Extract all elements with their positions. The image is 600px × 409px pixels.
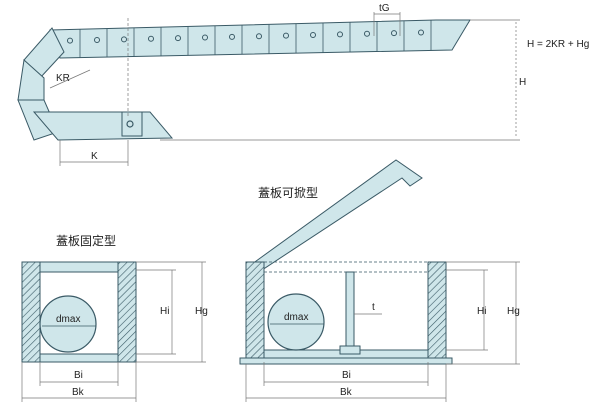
chain-link-pin	[283, 32, 289, 39]
hi-right-label: Hi	[477, 306, 486, 317]
top-dimensions	[49, 12, 520, 166]
chain-link-pin	[364, 30, 370, 37]
chain-link-pin	[94, 37, 100, 44]
chain-link-pin	[175, 35, 181, 42]
hinged-open-lid	[251, 159, 423, 271]
hinged-divider	[345, 271, 355, 355]
bi-right-label: Bi	[342, 370, 351, 381]
hi-left-label: Hi	[160, 306, 169, 317]
dmax-left-label: dmax	[56, 314, 80, 325]
hinged-cover-section	[239, 159, 453, 365]
chain-upper-links	[67, 20, 432, 58]
t-label: t	[372, 302, 375, 313]
chain-link-pin	[337, 31, 343, 38]
chain-link-pin	[310, 32, 316, 39]
chain-end-bracket	[121, 111, 143, 137]
chain-end-pin	[126, 120, 134, 128]
chain-link-pin	[391, 30, 397, 37]
bi-left-label: Bi	[74, 370, 83, 381]
bk-left-label: Bk	[72, 387, 85, 398]
hinged-dimensions	[245, 261, 520, 402]
fixed-cable-circle	[39, 295, 97, 353]
chain-link-pin	[67, 37, 73, 44]
hinged-cable-circle	[267, 293, 325, 351]
fixed-left-wall	[21, 261, 41, 363]
fixed-bottom-bar	[39, 353, 119, 363]
chain-lower-run	[32, 111, 174, 141]
hinged-divider-foot	[339, 345, 361, 355]
fixed-top-bar	[39, 261, 119, 273]
tg-label: tG	[379, 3, 390, 14]
fixed-dimensions	[21, 261, 206, 402]
chain-link-pin	[256, 33, 262, 40]
hg-left-label: Hg	[195, 306, 208, 317]
cover-fixed-title: 蓋板固定型	[56, 233, 116, 248]
cover-hinged-title: 蓋板可掀型	[258, 186, 318, 200]
hg-right-label: Hg	[507, 306, 520, 317]
chain-side-view	[17, 19, 471, 141]
chain-link-pin	[121, 36, 127, 43]
chain-link-pin	[229, 33, 235, 40]
fixed-cover-section	[21, 261, 137, 363]
chain-link-pin	[148, 35, 154, 42]
fixed-right-wall	[117, 261, 137, 363]
hinged-right-wall	[427, 261, 447, 363]
bk-right-label: Bk	[340, 387, 353, 398]
k-label: K	[91, 151, 98, 162]
hinged-base-plate	[239, 357, 453, 365]
kr-label: KR	[56, 73, 70, 84]
h-label: H	[519, 77, 526, 88]
chain-link-pin	[202, 34, 208, 41]
dmax-right-label: dmax	[284, 312, 308, 323]
hinged-left-wall	[245, 261, 265, 363]
chain-link-pin	[418, 29, 424, 36]
formula-label: H = 2KR + Hg	[527, 39, 589, 50]
